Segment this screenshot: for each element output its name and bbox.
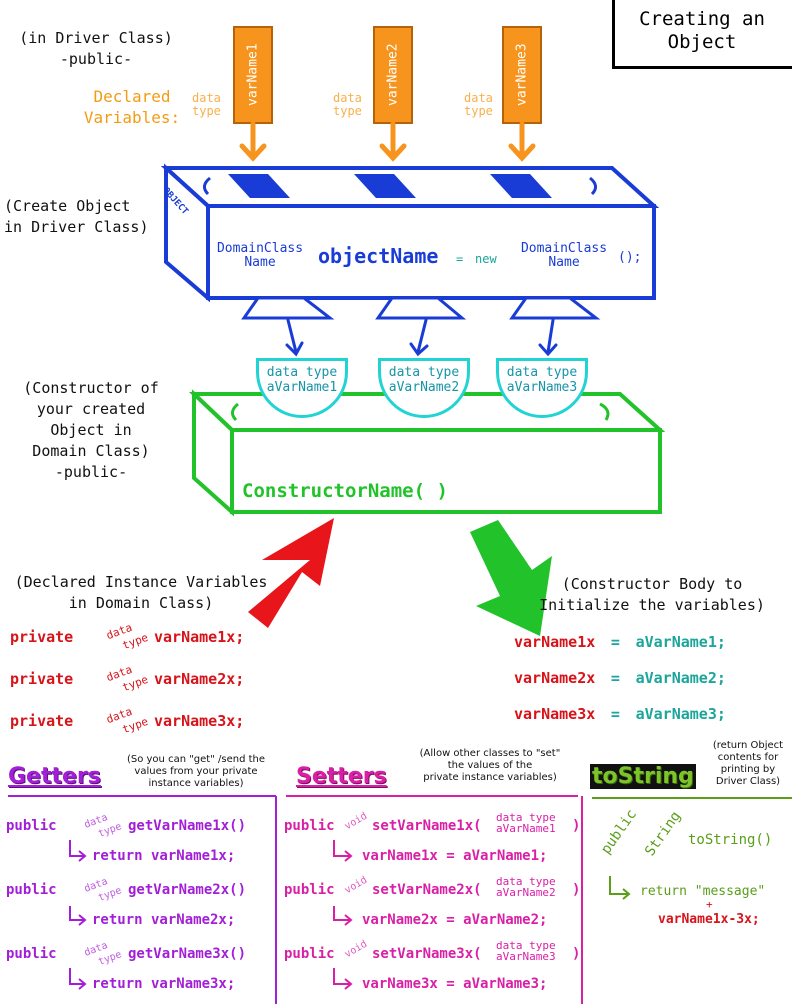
var1-box: varName1	[233, 26, 273, 124]
getter-row: public data type getVarName2x() return v…	[6, 876, 247, 928]
create-label-line-1: (Create Object	[4, 197, 131, 215]
getter-row: public data type getVarName3x() return v…	[6, 940, 247, 992]
getters-list: public data type getVarName1x() return v…	[6, 812, 276, 1008]
object-new-keyword: new	[475, 252, 497, 266]
bottom-dividers	[8, 795, 792, 1004]
create-object-label: (Create Object in Driver Class)	[4, 196, 154, 238]
tostring-title: toString	[590, 764, 696, 789]
instance-vars-list: private data type varName1x; private dat…	[10, 620, 290, 752]
tostring-plus: +	[706, 898, 713, 911]
tostring-return: return "message"	[640, 884, 766, 899]
title-line-1: Creating an	[639, 8, 765, 30]
constructor-label: (Constructor of your created Object in D…	[23, 379, 159, 481]
constructor-body-label: (Constructor Body to Initialize the vari…	[539, 575, 765, 614]
page-title: Creating an Object	[612, 8, 792, 54]
tostring-return-arrow	[609, 876, 631, 900]
red-arrow	[248, 518, 334, 628]
var3-box: varName3	[502, 26, 542, 124]
title-line-2: Object	[667, 31, 737, 53]
instance-row: private data type varName2x;	[10, 662, 245, 695]
create-label-line-2: in Driver Class)	[4, 218, 149, 236]
var2-box: varName2	[373, 26, 413, 124]
instance-vars-label: (Declared Instance Variables in Domain C…	[14, 573, 268, 612]
driver-label-line-1: (in Driver Class)	[19, 29, 173, 47]
object-equals: =	[456, 252, 464, 266]
tostring-method: toString()	[688, 832, 773, 848]
object-slots	[228, 174, 552, 198]
object-statement-end: ();	[618, 250, 642, 265]
getters-title: Getters	[8, 764, 101, 789]
orange-arrows	[239, 121, 536, 162]
driver-label-line-2: -public-	[59, 50, 133, 68]
declared-variables-label: Declared Variables:	[82, 86, 182, 128]
instance-row: private data type varName1x;	[10, 620, 245, 653]
body-row: varName1x = aVarName1;	[514, 633, 726, 651]
getter-return-arrows	[69, 840, 87, 990]
setter-body-arrows	[333, 840, 353, 990]
body-row: varName3x = aVarName3;	[514, 705, 726, 723]
object-name: objectName	[318, 244, 439, 268]
tostring-vars: varName1x-3x;	[658, 912, 760, 927]
object-box	[160, 163, 660, 303]
getter-row: public data type getVarName1x() return v…	[6, 812, 247, 864]
body-row: varName2x = aVarName2;	[514, 669, 726, 687]
title-box	[612, 0, 792, 69]
object-feet	[241, 296, 601, 320]
setters-title: Setters	[296, 764, 387, 789]
setters-note: (Allow other classes to "set"the values …	[419, 748, 561, 783]
declared-line-2: Variables:	[83, 108, 181, 127]
green-arrow	[470, 520, 552, 636]
constructor-name: ConstructorName( )	[242, 480, 448, 502]
instance-row: private data type varName3x;	[10, 704, 245, 737]
declared-line-1: Declared	[93, 87, 171, 106]
driver-class-label: (in Driver Class) -public-	[6, 28, 186, 70]
blue-arrows	[285, 318, 558, 357]
constructor-body-list: varName1x = aVarName1; varName2x = aVarN…	[514, 632, 784, 740]
